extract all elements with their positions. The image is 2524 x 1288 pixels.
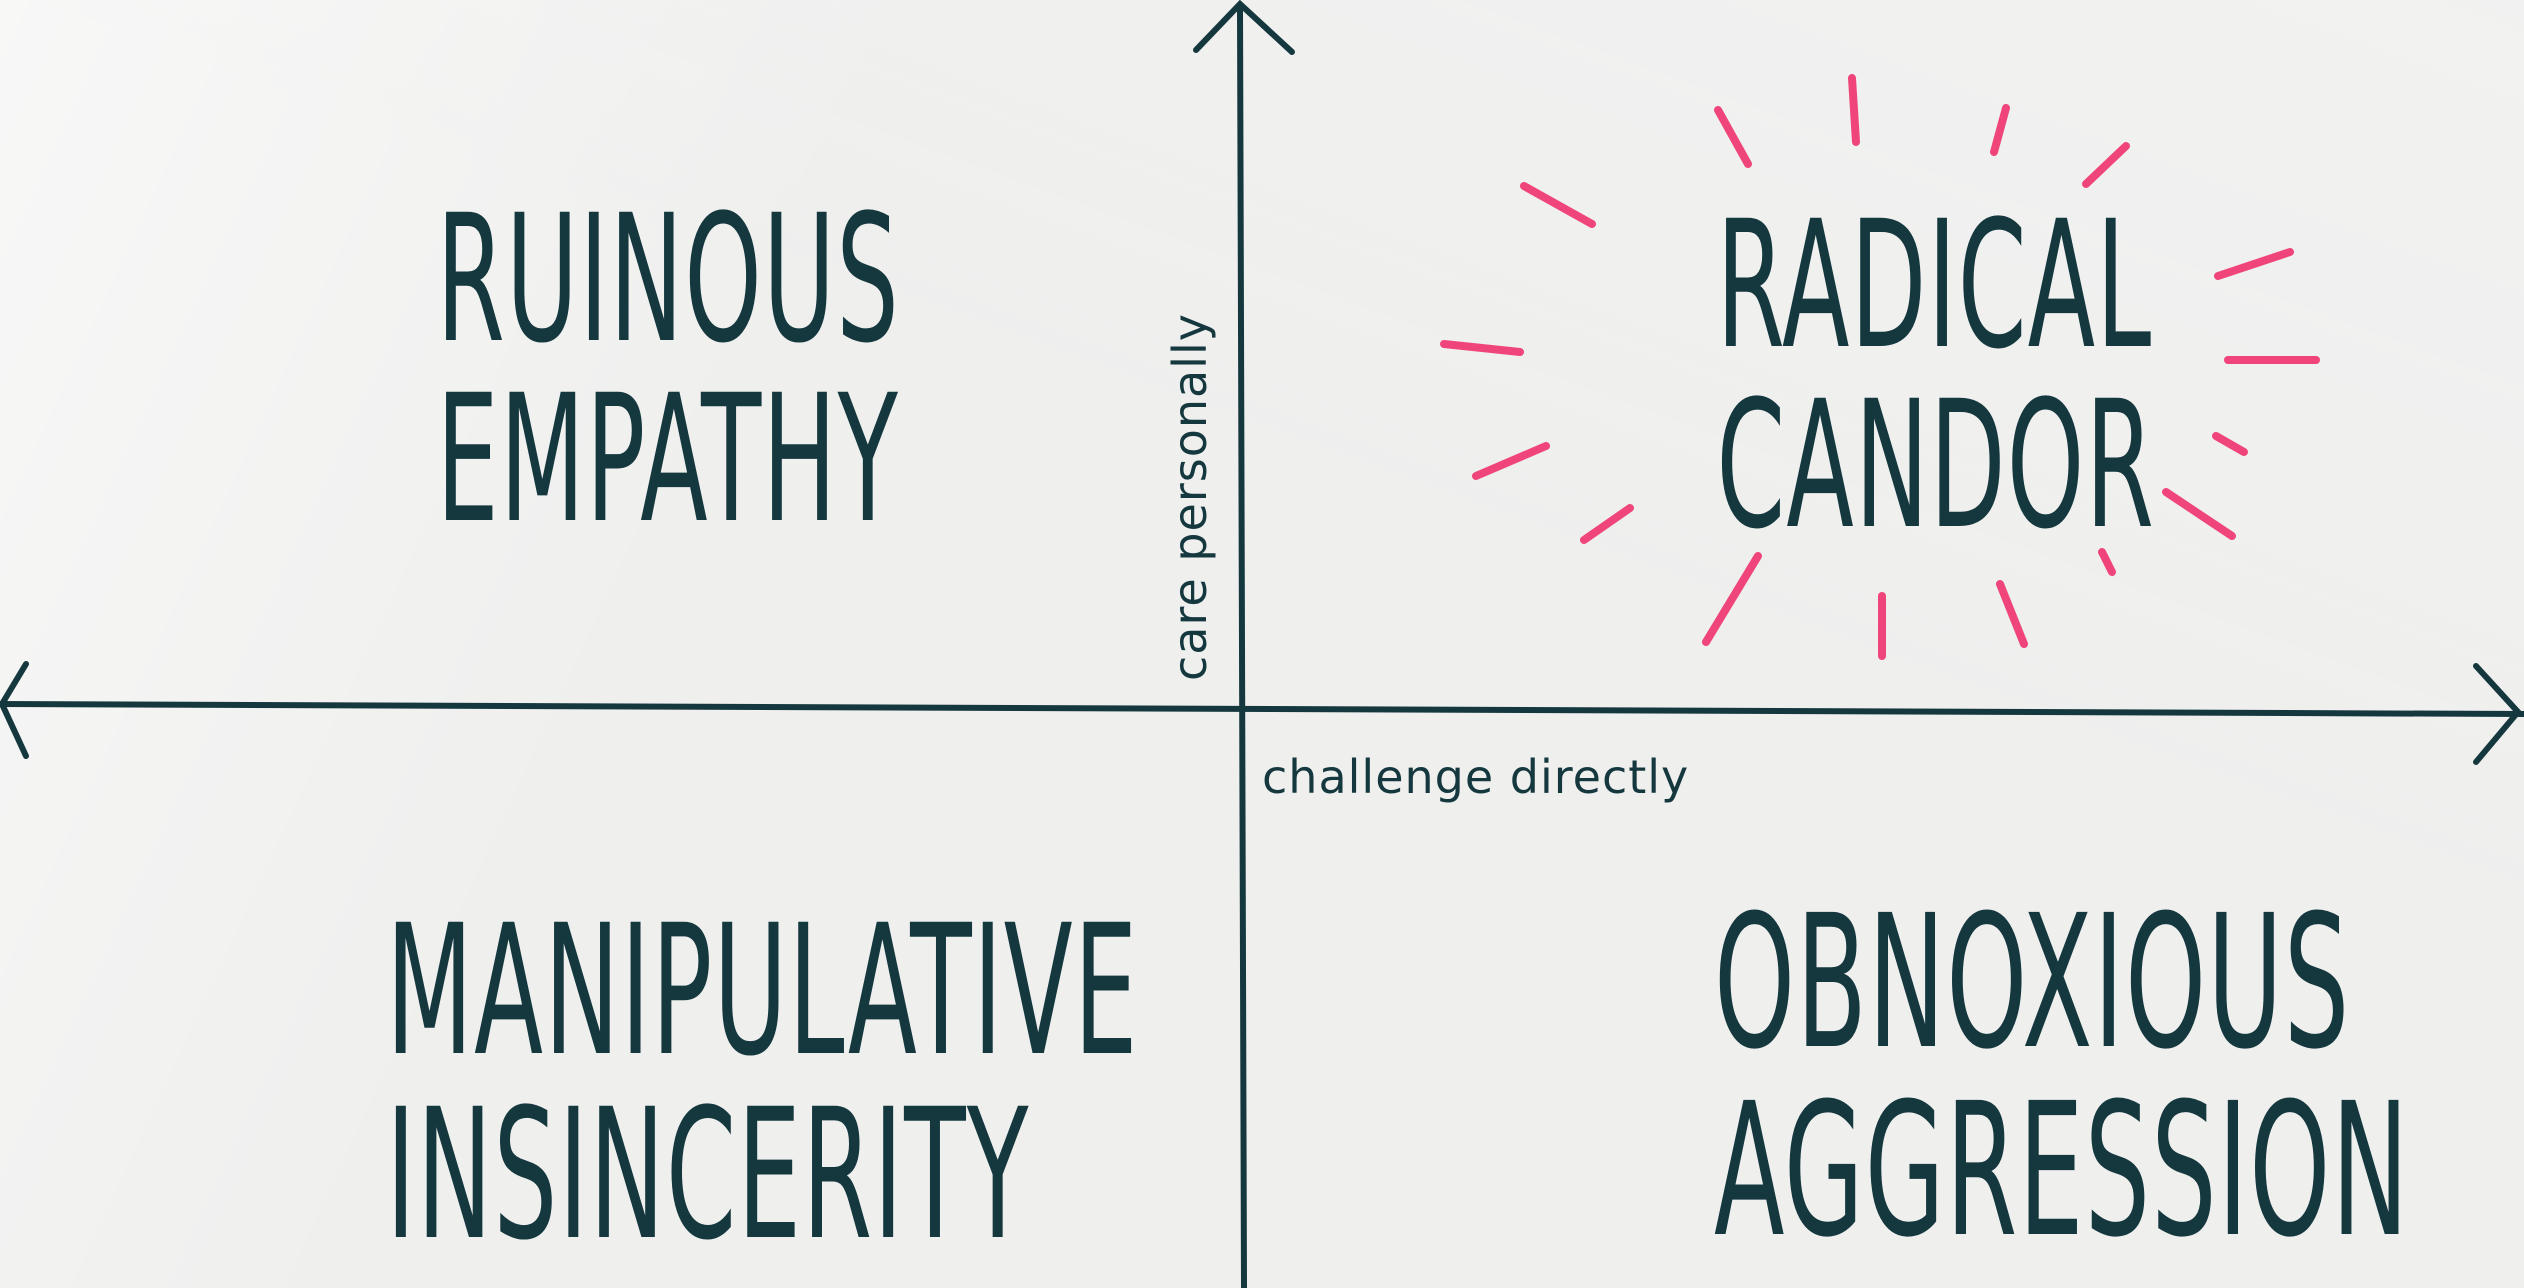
quadrant-label-line: OBNOXIOUS — [1714, 876, 2351, 1090]
quadrant-radical-candor: RADICAL CANDOR — [1580, 196, 2200, 555]
horizontal-axis — [0, 701, 2524, 717]
horizontal-axis-right-arrowhead — [2473, 663, 2522, 765]
quadrant-label-line: CANDOR — [1716, 362, 2156, 568]
burst-ray — [1714, 106, 1752, 168]
burst-ray — [1848, 74, 1860, 146]
burst-ray — [1990, 104, 2010, 156]
vertical-axis-label: care personally — [1163, 313, 1217, 681]
burst-ray — [2162, 488, 2236, 540]
burst-ray — [1702, 552, 1762, 646]
quadrant-ruinous-empathy: RUINOUS EMPATHY — [300, 190, 920, 549]
burst-ray — [1472, 442, 1550, 480]
quadrant-label-line: INSINCERITY — [386, 1070, 1030, 1280]
quadrant-label-line: EMPATHY — [436, 356, 899, 562]
highlight-burst — [1440, 74, 2320, 660]
quadrant-manipulative-insincerity: MANIPULATIVE INSINCERITY — [210, 887, 1139, 1280]
quadrant-label-line: RUINOUS — [436, 177, 900, 382]
quadrant-label-line: MANIPULATIVE — [386, 887, 1139, 1096]
burst-ray — [1520, 182, 1596, 228]
burst-ray — [1580, 504, 1634, 544]
quadrant-obnoxious-aggression: OBNOXIOUS AGGRESSION — [1560, 876, 2410, 1278]
quadrant-label-line: RADICAL — [1716, 183, 2153, 388]
vertical-axis — [1237, 5, 1247, 1288]
burst-ray — [1440, 340, 1524, 356]
burst-ray — [2098, 548, 2116, 576]
quadrant-label-line: AGGRESSION — [1714, 1063, 2410, 1278]
burst-ray — [2212, 432, 2248, 456]
burst-ray — [1996, 580, 2028, 648]
horizontal-axis-label: challenge directly — [1262, 750, 1690, 804]
burst-ray — [2082, 142, 2130, 188]
horizontal-axis-left-arrowhead — [0, 661, 29, 759]
vertical-axis-arrowhead — [1193, 0, 1295, 55]
burst-ray — [2214, 248, 2294, 280]
